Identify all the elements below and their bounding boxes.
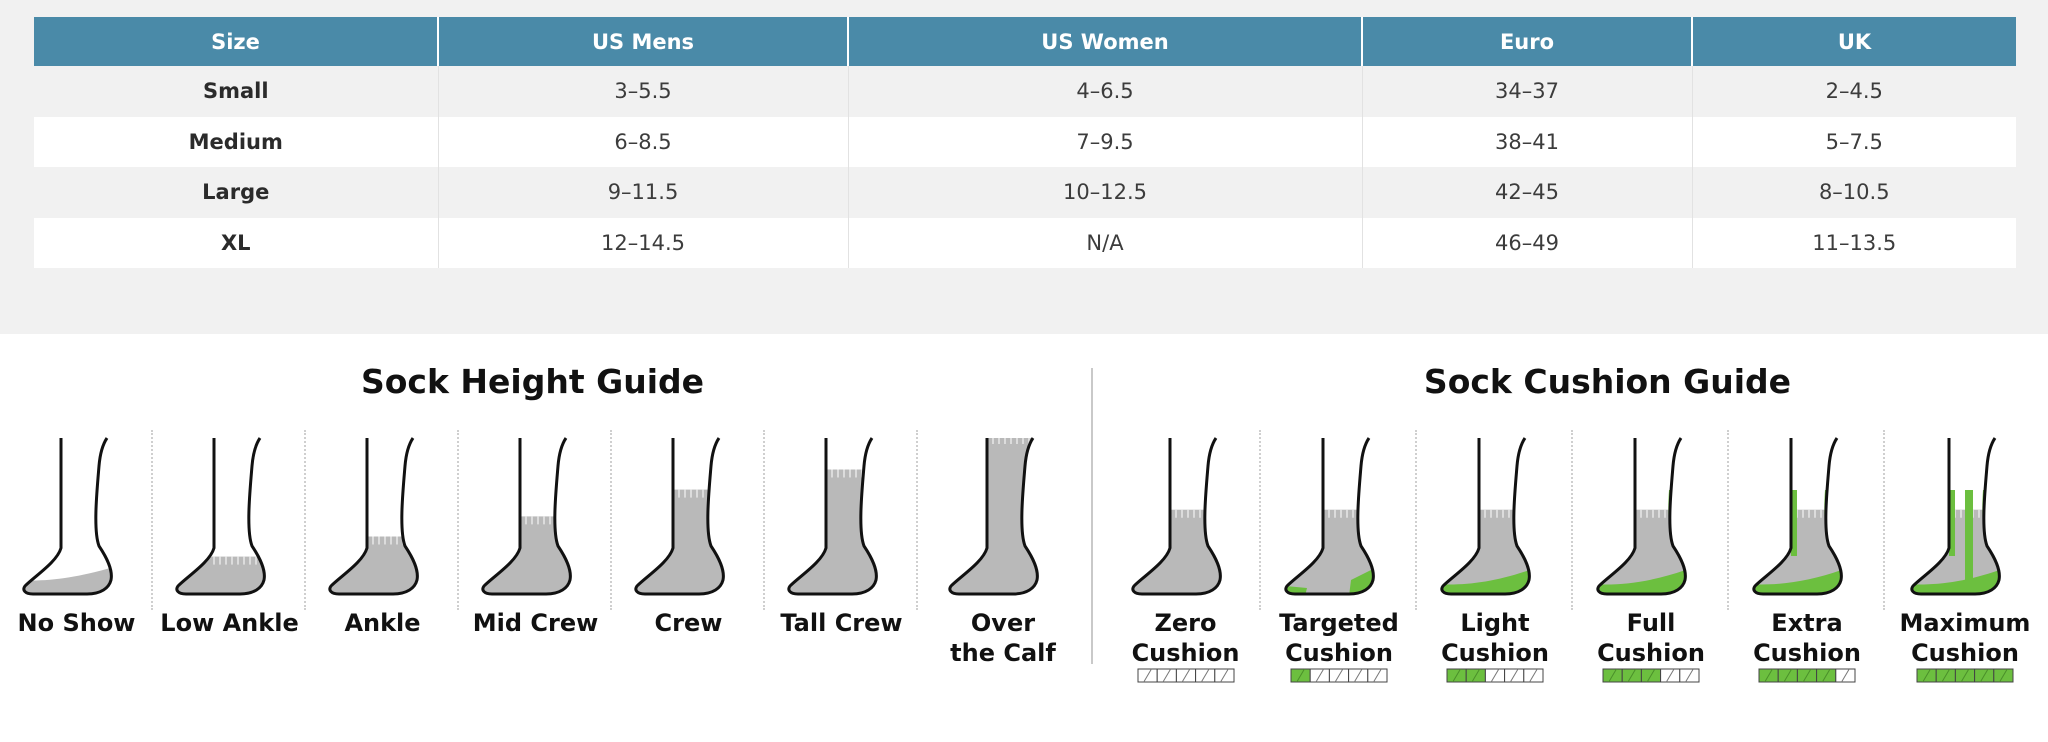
sock-no-show-icon	[0, 430, 153, 600]
cushion-label: Maximum Cushion	[1885, 608, 2045, 668]
size-table-header-row: Size US Mens US Women Euro UK	[34, 17, 2016, 66]
height-label: Low Ankle	[160, 609, 299, 637]
height-label: Mid Crew	[472, 609, 599, 637]
cushion-item-zero: Zero Cushion	[1110, 430, 1261, 683]
table-row: Small 3–5.5 4–6.5 34–37 2–4.5	[34, 66, 2016, 117]
height-item-over-the-calf: Over the Calf	[918, 430, 1088, 668]
table-cell: 42–45	[1362, 167, 1693, 218]
table-cell: 6–8.5	[438, 116, 849, 167]
cushion-item-extra: Extra Cushion	[1729, 430, 1885, 683]
height-item-no-show: No Show	[0, 430, 153, 638]
table-cell: 46–49	[1362, 217, 1693, 268]
sock-tall-crew-icon	[765, 430, 918, 600]
table-cell: 3–5.5	[438, 66, 849, 117]
table-cell: 34–37	[1362, 66, 1693, 117]
height-item-low-ankle: Low Ankle	[153, 430, 306, 638]
size-table: Size US Mens US Women Euro UK Small 3–5.…	[34, 17, 2016, 268]
cushion-targeted-icon	[1261, 430, 1417, 600]
sock-low-ankle-icon	[153, 430, 306, 600]
size-chart-panel: Size US Mens US Women Euro UK Small 3–5.…	[0, 0, 2048, 334]
height-label: Over the Calf	[918, 608, 1088, 668]
cushion-level-bar	[1417, 668, 1573, 683]
height-item-ankle: Ankle	[306, 430, 459, 638]
table-cell: N/A	[848, 217, 1363, 268]
header-euro: Euro	[1362, 17, 1693, 66]
height-label: No Show	[17, 609, 136, 637]
cushion-label-line: Cushion	[1911, 639, 2019, 667]
table-cell: 10–12.5	[848, 167, 1363, 218]
cushion-label: Zero Cushion	[1110, 608, 1261, 668]
cushion-label-line: Cushion	[1441, 639, 1549, 667]
table-cell-size: XL	[34, 217, 439, 268]
table-cell: 38–41	[1362, 116, 1693, 167]
cushion-label-line: Zero	[1154, 609, 1217, 637]
height-label-line: Over	[970, 609, 1036, 637]
cushion-level-bar	[1261, 668, 1417, 683]
table-cell: 5–7.5	[1692, 116, 2016, 167]
cushion-item-targeted: Targeted Cushion	[1261, 430, 1417, 683]
cushion-label-line: Full	[1626, 609, 1676, 637]
table-cell-size: Large	[34, 167, 439, 218]
sock-crew-icon	[612, 430, 765, 600]
cushion-extra-icon	[1729, 430, 1885, 600]
cushion-full-icon	[1573, 430, 1729, 600]
cushion-label-line: Cushion	[1131, 639, 1240, 667]
height-label-line: the Calf	[950, 639, 1056, 667]
table-row: Large 9–11.5 10–12.5 42–45 8–10.5	[34, 167, 2016, 218]
header-uk: UK	[1692, 17, 2016, 66]
cushion-item-maximum: Maximum Cushion	[1885, 430, 2045, 683]
table-row: Medium 6–8.5 7–9.5 38–41 5–7.5	[34, 116, 2016, 167]
cushion-zero-icon	[1110, 430, 1261, 600]
table-cell: 12–14.5	[438, 217, 849, 268]
table-cell: 11–13.5	[1692, 217, 2016, 268]
cushion-label-line: Cushion	[1597, 639, 1705, 667]
sock-ankle-icon	[306, 430, 459, 600]
header-us-mens: US Mens	[438, 17, 849, 66]
cushion-light-icon	[1417, 430, 1573, 600]
table-cell: 2–4.5	[1692, 66, 2016, 117]
sock-mid-crew-icon	[459, 430, 612, 600]
height-item-mid-crew: Mid Crew	[459, 430, 612, 638]
table-row: XL 12–14.5 N/A 46–49 11–13.5	[34, 217, 2016, 268]
cushion-item-full: Full Cushion	[1573, 430, 1729, 683]
cushion-label-line: Light	[1460, 609, 1530, 637]
cushion-guide-title: Sock Cushion Guide	[1423, 362, 1792, 401]
cushion-label-line: Cushion	[1753, 639, 1861, 667]
table-cell: 4–6.5	[848, 66, 1363, 117]
table-cell: 8–10.5	[1692, 167, 2016, 218]
guide-divider	[1091, 368, 1093, 664]
cushion-label-line: Extra	[1771, 609, 1843, 637]
height-guide-title: Sock Height Guide	[360, 362, 705, 401]
table-cell-size: Small	[34, 66, 439, 117]
header-us-women: US Women	[848, 17, 1363, 66]
cushion-label-line: Targeted	[1279, 609, 1399, 637]
cushion-item-light: Light Cushion	[1417, 430, 1573, 683]
cushion-label-line: Maximum	[1899, 609, 2031, 637]
height-label: Ankle	[344, 609, 421, 637]
cushion-label-line: Cushion	[1285, 639, 1393, 667]
cushion-label: Extra Cushion	[1729, 608, 1885, 668]
cushion-label: Light Cushion	[1417, 608, 1573, 668]
height-label: Crew	[654, 609, 723, 637]
cushion-level-bar	[1110, 668, 1261, 683]
cushion-level-bar	[1573, 668, 1729, 683]
cushion-label: Targeted Cushion	[1261, 608, 1417, 668]
sock-over-the-calf-icon	[918, 430, 1088, 600]
height-item-tall-crew: Tall Crew	[765, 430, 918, 638]
table-cell-size: Medium	[34, 116, 439, 167]
table-cell: 7–9.5	[848, 116, 1363, 167]
height-label: Tall Crew	[780, 609, 903, 637]
height-item-crew: Crew	[612, 430, 765, 638]
cushion-label: Full Cushion	[1573, 608, 1729, 668]
header-size: Size	[34, 17, 439, 66]
table-cell: 9–11.5	[438, 167, 849, 218]
cushion-level-bar	[1885, 668, 2045, 683]
cushion-level-bar	[1729, 668, 1885, 683]
cushion-maximum-icon	[1885, 430, 2045, 600]
